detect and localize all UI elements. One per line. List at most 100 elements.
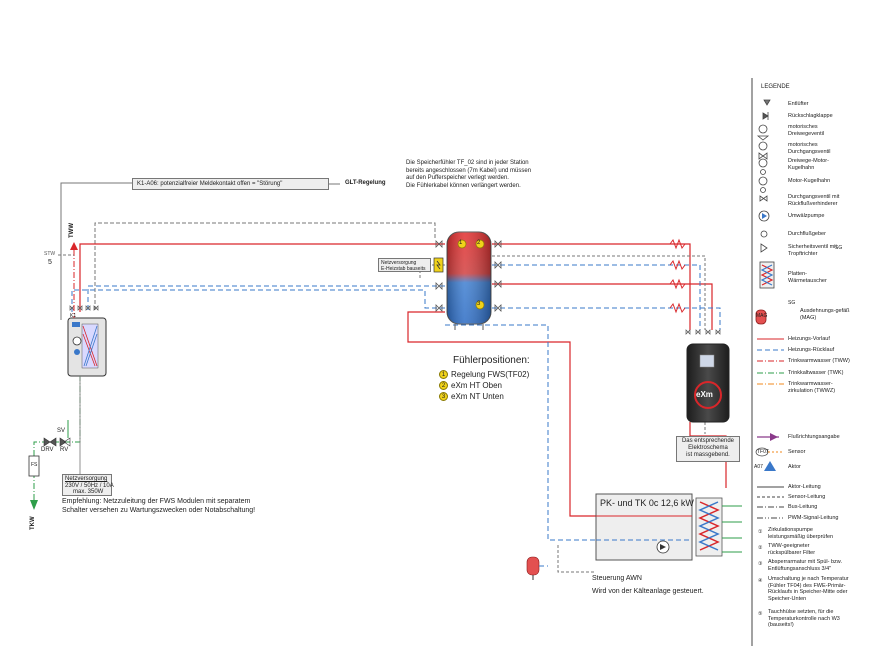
pktk-title: PK- und TK 0c 12,6 kW: [600, 498, 694, 508]
legend-note-text: Zirkulationspumpe leistungsmäßig überprü…: [768, 527, 834, 540]
legend-item: Rückschlagklappe: [788, 113, 868, 120]
legend-note-text: Umschaltung je nach Temperatur (Fühler T…: [768, 576, 849, 602]
sensor-note-line: Die Speicherfühler TF_02 sind in jeder S…: [406, 160, 529, 166]
awn-text: Wird von der Kälteanlage gesteuert.: [592, 588, 704, 595]
legend-title: LEGENDE: [761, 84, 790, 90]
sensor-note-line: bereits angeschlossen (7m Kabel) und müs…: [406, 167, 532, 174]
legend-item: Umwälzpumpe: [788, 213, 868, 220]
legend-sensor-tag: TF07: [757, 449, 769, 455]
k1-label: K1-A06: potenzialfreier Meldekontakt off…: [137, 181, 283, 187]
k1-label-box: K1-A06: potenzialfreier Meldekontakt off…: [132, 178, 329, 190]
stw-number: 5: [48, 259, 52, 266]
sensor-note: Die Speicherfühler TF_02 sind in jeder S…: [406, 160, 531, 190]
power-supply-line: max. 350W: [73, 489, 104, 495]
legend-cable-item: Sensor-Leitung: [788, 494, 868, 501]
tww-arrow: [70, 242, 78, 250]
legend-note-item: Umschaltung je nach Temperatur (Fühler T…: [768, 576, 854, 602]
legend-misc-item: Sensor: [788, 449, 868, 456]
legend-note-num: ⑤: [758, 611, 763, 617]
heater-label-box: Netzversorgung E-Heizstab bauseits: [378, 258, 431, 272]
legend-item-text: Dreiwege-Motor-Kugelhahn: [788, 158, 829, 171]
recommendation-line: Schalter versehen zu Wartungszwecken ode…: [62, 506, 256, 514]
legend-line-text: Heizungs-Rücklauf: [788, 347, 835, 353]
fs-label: FS: [31, 462, 38, 468]
supply-to-exm: [492, 243, 691, 330]
legend-note-item: Tauchhülse setzten, für die Temperaturko…: [768, 609, 848, 629]
legend-item: motorisches Dreiwegeventil: [788, 124, 843, 137]
sensor-to-exm: [492, 255, 706, 330]
legend-item: Entlüfter: [788, 101, 868, 108]
legend-note-num: ①: [758, 529, 763, 535]
legend-note-num: ②: [758, 545, 763, 551]
recommendation-line: Empfehlung: Netzzuleitung der FWS Module…: [62, 498, 251, 505]
tank-num-2: 2: [477, 240, 481, 246]
legend-item: motorisches Durchgangsventil: [788, 142, 848, 155]
legend-cable-text: Bus-Leitung: [788, 504, 818, 510]
fs-box: [28, 455, 40, 477]
legend-symbols: [755, 99, 775, 325]
k1-tag: K1: [70, 313, 77, 319]
legend-item-text: Platten-Wärmetauscher: [788, 271, 827, 284]
legend-cable-item: PWM-Signal-Leitung: [788, 515, 868, 522]
legend-sg-tag: SG: [788, 300, 796, 306]
sensor-position-text: Regelung FWS(TF02): [451, 370, 530, 379]
buffer-tank: [446, 231, 492, 330]
legend-line-item: Heizungs-Vorlauf: [788, 336, 868, 343]
stw-text: STW: [44, 251, 56, 257]
legend-line-text: Trinkwarmwasser-zirkulation (TWWZ): [788, 381, 836, 394]
power-supply-box: Netzversorgung 230V / 50Hz / 10A max. 35…: [62, 474, 114, 496]
legend-item-text: Umwälzpumpe: [788, 213, 825, 219]
exm-unit: [686, 343, 730, 423]
exm-top-valves: [685, 329, 721, 335]
legend-note-item: TWW-geeigneter rückspülbarer Filter: [768, 543, 840, 556]
sensor-note-line: auf den Pufferspeicher verlegt werden.: [406, 175, 509, 181]
legend-line-item: Heizungs-Rücklauf: [788, 347, 868, 354]
sensor-position-text: eXm NT Unten: [451, 392, 504, 401]
elektro-note-line: Das entsprechende: [681, 438, 735, 444]
exm-logo: eXm: [696, 390, 713, 399]
legend-mag-tag: MAG: [756, 313, 768, 319]
sv-label: SV: [57, 428, 66, 434]
legend-item-text: Rückschlagklappe: [788, 113, 833, 119]
awn-title: Steuerung AWN: [592, 575, 642, 582]
legend-item-text: Sicherheitsventil mit Tropftrichter: [788, 244, 837, 257]
legend-item: Durchflußgeber: [788, 231, 868, 238]
legend-item-text: motorisches Durchgangsventil: [788, 142, 831, 155]
tank-valves: [435, 240, 502, 312]
elektro-note-box: Das entsprechende Elektroschema ist mass…: [676, 436, 740, 462]
heater-label-line: E-Heizstab bauseits: [381, 266, 426, 272]
heater-label-line: Netzversorgung: [381, 260, 417, 266]
legend-item-text: motorisches Dreiwegeventil: [788, 124, 825, 137]
legend-item: Durchgangsventil mit Rückflußverhinderer: [788, 194, 854, 207]
power-supply-line: 230V / 50Hz / 10A: [65, 482, 114, 489]
glt-label: GLT-Regelung: [345, 180, 386, 186]
tank-sensor-2: [475, 239, 485, 249]
legend-line-text: Trinkwarmwasser (TWW): [788, 358, 850, 364]
legend-note-text: Tauchhülse setzten, für die Temperaturko…: [768, 609, 840, 628]
tank-sensor-1: [457, 239, 467, 249]
legend-item: Ausdehnungs-gefäß (MAG): [800, 308, 852, 321]
plate-hx: [695, 497, 723, 557]
legend-actor-tag: A07: [754, 464, 763, 470]
legend-item-text: Durchflußgeber: [788, 231, 826, 237]
legend-item: Platten-Wärmetauscher: [788, 271, 838, 284]
power-supply-line: Netzversorgung: [65, 476, 108, 482]
sensor-to-awn: [557, 545, 596, 573]
legend-note-item: Absperrarmatur mit Spül- bzw. Entlüftung…: [768, 559, 852, 572]
legend-line-text: Heizungs-Vorlauf: [788, 336, 830, 342]
legend-lines: [757, 338, 784, 385]
legend-cable-text: Sensor-Leitung: [788, 494, 826, 500]
legend-sg-tag: SG: [835, 245, 843, 251]
legend-note-text: TWW-geeigneter rückspülbarer Filter: [768, 543, 816, 556]
legend-note-item: Zirkulationspumpe leistungsmäßig überprü…: [768, 527, 840, 540]
legend-item-text: Motor-Kugelhahn: [788, 178, 831, 184]
legend-line-text: Trinkkaltwasser (TWK): [788, 370, 844, 376]
return-to-fws-2: [71, 289, 445, 312]
elektro-note-line: Elektroschema: [688, 445, 728, 451]
sensor-positions-title: Fühlerpositionen:: [453, 355, 530, 366]
supply-to-exm-2: [492, 283, 713, 330]
